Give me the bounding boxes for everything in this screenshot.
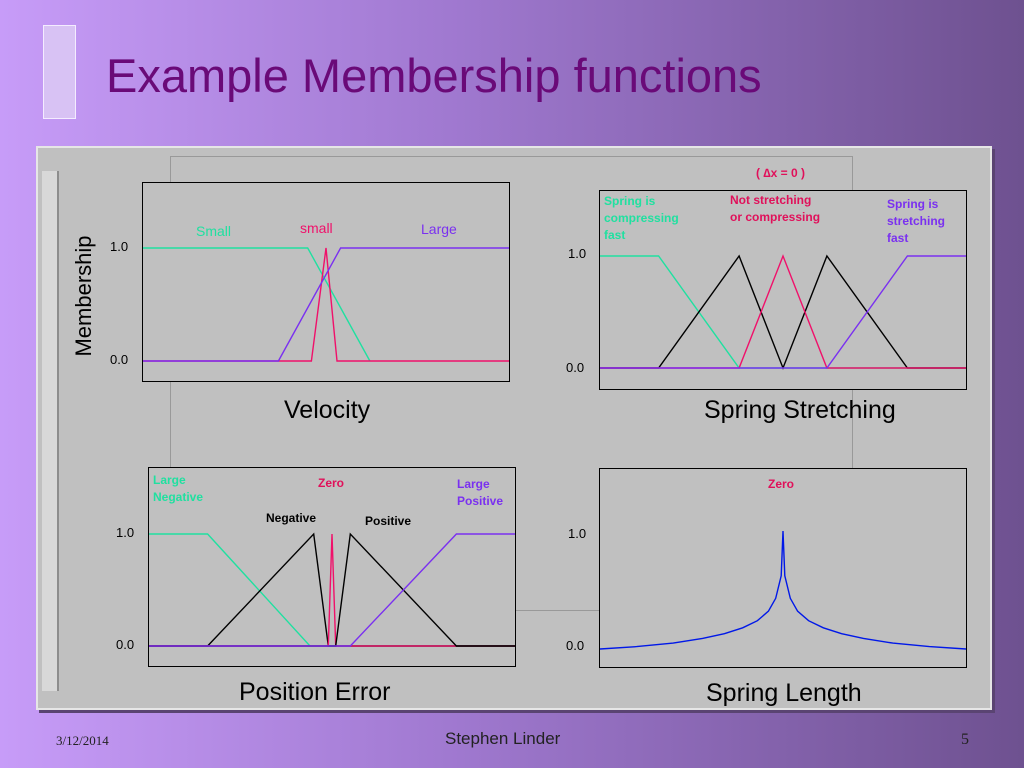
label-stretching-line2: stretching — [887, 214, 946, 228]
label-stretching-line1: Spring is — [887, 197, 939, 211]
series-line-0-0 — [143, 247, 371, 362]
label-negative: Negative — [266, 511, 317, 525]
position-svg — [149, 532, 515, 647]
label-large-positive-line1: Large — [457, 477, 490, 491]
length-ytick-0: 0.0 — [566, 638, 585, 653]
series-line-1-1 — [600, 254, 966, 370]
label-zero-length: Zero — [768, 477, 795, 491]
series-line-1-3 — [600, 255, 966, 369]
caption-spring-length: Spring Length — [706, 679, 862, 707]
footer-page-number: 5 — [961, 731, 969, 748]
position-ytick-1: 1.0 — [116, 525, 135, 540]
position-ytick-0: 0.0 — [116, 637, 135, 652]
label-large-positive: Large Positive — [457, 476, 503, 510]
label-zero-position: Zero — [318, 476, 345, 490]
series-line-2-4 — [149, 533, 515, 647]
series-line-0-2 — [143, 247, 509, 362]
label-compressing-line3: fast — [604, 228, 626, 242]
label-compressing-line2: compressing — [604, 211, 679, 225]
caption-spring-stretching: Spring Stretching — [704, 396, 896, 424]
label-not-stretching: Not stretching or compressing — [730, 192, 820, 226]
panel-left-strip — [42, 171, 59, 691]
caption-velocity: Velocity — [284, 396, 371, 424]
label-not-stretching-line2: or compressing — [730, 210, 821, 224]
label-large-negative-line1: Large — [153, 473, 186, 487]
velocity-ytick-1: 1.0 — [110, 239, 129, 254]
label-compressing-line1: Spring is — [604, 194, 656, 208]
stretching-ytick-1: 1.0 — [568, 246, 587, 261]
title-accent-bar — [43, 25, 76, 119]
label-stretching-line3: fast — [887, 231, 909, 245]
caption-position-error: Position Error — [239, 678, 391, 706]
label-compressing-fast: Spring is compressing fast — [604, 193, 679, 244]
label-not-stretching-line1: Not stretching — [730, 193, 812, 207]
label-large-positive-line2: Positive — [457, 494, 504, 508]
label-large-negative-line2: Negative — [153, 490, 204, 504]
y-axis-label: Membership — [71, 235, 96, 357]
stretching-svg — [600, 254, 966, 370]
stretching-header: ( ∆x = 0 ) — [756, 166, 806, 180]
series-line-3-0 — [599, 530, 967, 650]
series-line-2-2 — [149, 533, 515, 647]
label-small-lower: small — [300, 220, 333, 236]
plot-velocity — [142, 182, 510, 382]
slide-title: Example Membership functions — [106, 49, 762, 102]
velocity-svg — [143, 247, 509, 362]
label-positive: Positive — [365, 514, 412, 528]
label-small-upper: Small — [196, 223, 232, 239]
stretching-ytick-0: 0.0 — [566, 360, 585, 375]
footer-date: 3/12/2014 — [56, 733, 109, 748]
label-large-negative: Large Negative — [153, 472, 203, 506]
footer-author: Stephen Linder — [445, 729, 561, 748]
plot-position-error — [148, 467, 516, 667]
label-stretching-fast: Spring is stretching fast — [887, 196, 945, 247]
length-svg — [599, 530, 967, 650]
series-line-0-1 — [143, 247, 509, 362]
label-large: Large — [421, 221, 457, 237]
series-line-1-0 — [600, 255, 966, 369]
plot-spring-stretching — [599, 190, 967, 390]
velocity-ytick-0: 0.0 — [110, 352, 129, 367]
series-line-1-2 — [600, 254, 966, 369]
plot-spring-length — [599, 468, 967, 668]
length-ytick-1: 1.0 — [568, 526, 587, 541]
